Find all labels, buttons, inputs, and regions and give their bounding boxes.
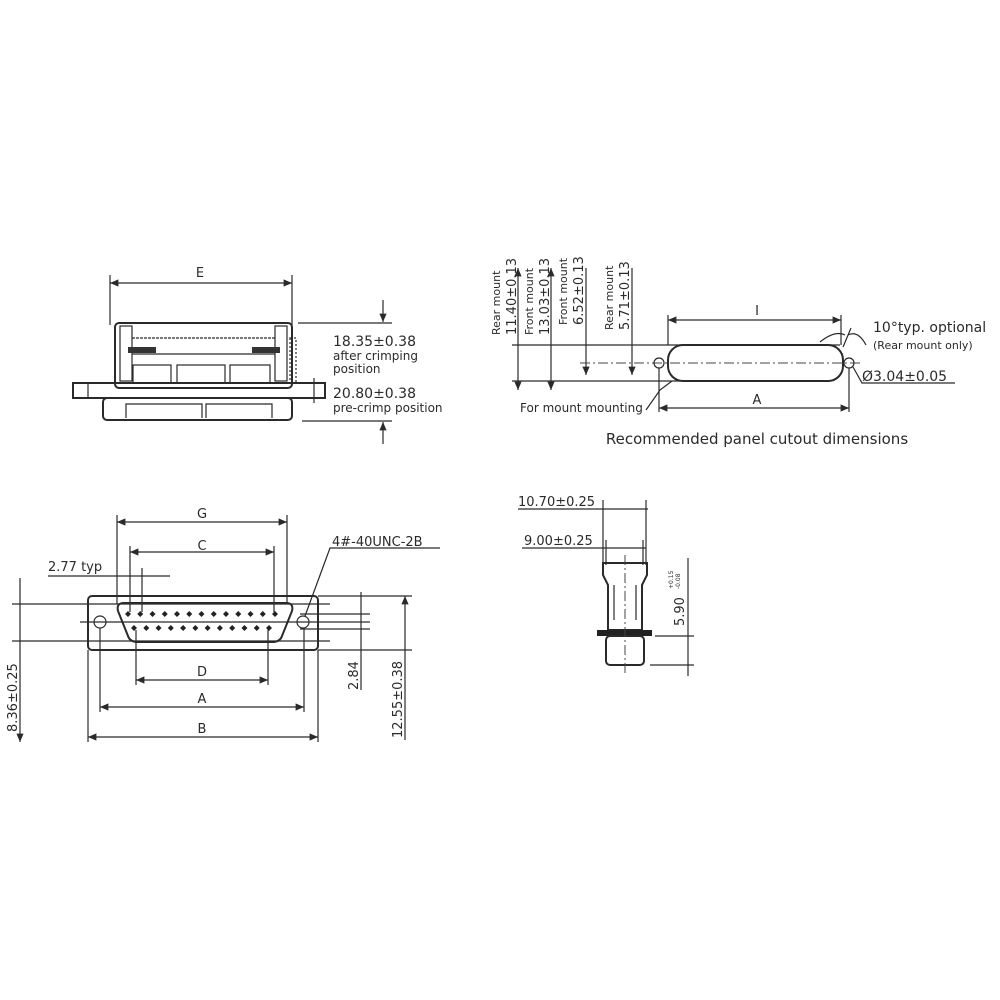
hole-diameter: Ø3.04±0.05: [862, 369, 947, 385]
depth-tol-plus: +0.15: [668, 570, 675, 589]
dim-a-label: A: [753, 393, 762, 408]
pin: [266, 625, 272, 631]
pin: [198, 611, 205, 617]
row-spacing: 2.84: [347, 661, 362, 690]
dim-b-label: B: [198, 722, 207, 737]
pin: [174, 611, 180, 617]
height-after-crimp: 18.35±0.38: [333, 334, 416, 350]
pin: [216, 625, 223, 631]
dim-a-label-front: A: [198, 692, 207, 707]
flange: [72, 382, 326, 399]
d-sub-face: [116, 602, 294, 643]
pin: [192, 625, 199, 631]
pin: [161, 611, 168, 617]
pin: [125, 611, 131, 617]
height-left: 8.36±0.25: [6, 663, 21, 732]
cutout-slot: [667, 344, 844, 382]
pitch-label: 2.77 typ: [48, 560, 102, 575]
pin: [149, 611, 156, 617]
outer-width: 10.70±0.25: [518, 495, 595, 510]
pin: [204, 625, 211, 631]
pin: [186, 611, 193, 617]
depth-tol-minus: -0.08: [675, 573, 682, 589]
angle-note: 10°typ. optional: [873, 320, 986, 336]
angle-sub-note: (Rear mount only): [873, 339, 973, 352]
rear-mount-2-value: 5.71±0.13: [618, 261, 633, 330]
panel-cutout-title: Recommended panel cutout dimensions: [606, 430, 908, 448]
mount-note: For mount mounting: [520, 401, 643, 415]
connector-shell: [87, 595, 319, 651]
pin: [143, 625, 150, 631]
front-mount-2-label: Front mount: [557, 257, 570, 325]
front-mount-2-value: 6.52±0.13: [572, 256, 587, 325]
pin: [155, 625, 162, 631]
pin: [235, 611, 242, 617]
dim-d-label: D: [197, 665, 207, 680]
after-crimp-note: after crimping: [333, 349, 418, 363]
height-right: 12.55±0.38: [391, 661, 406, 738]
pin: [180, 625, 187, 631]
rear-mount-1-label: Rear mount: [490, 270, 503, 335]
inner-width: 9.00±0.25: [524, 534, 593, 549]
pin: [223, 611, 229, 617]
pin: [167, 625, 174, 631]
pin: [272, 611, 278, 617]
panel-cutout-view: Rear mount 11.40±0.13 Front mount 13.03±…: [490, 256, 986, 448]
dim-g-label: G: [197, 507, 207, 522]
pin: [241, 625, 248, 631]
pin: [259, 611, 266, 617]
pin: [210, 611, 217, 617]
pin: [131, 625, 137, 631]
pin: [229, 625, 236, 631]
rear-mount-2-label: Rear mount: [603, 265, 616, 330]
front-view: G C 2.77 typ D A B 8.36±0.25 2.84 12.55±…: [6, 507, 440, 742]
end-view: 10.70±0.25 9.00±0.25 5.90 +0.15 -0.08: [518, 495, 694, 676]
pre-crimp-note: pre-crimp position: [333, 401, 443, 415]
dim-e-label: E: [196, 266, 204, 281]
depth-value: 5.90: [673, 597, 688, 626]
dim-i-label: I: [755, 304, 759, 319]
pin-array: [125, 611, 278, 631]
side-view: E 18.35±0.38 after crimping position 20.…: [72, 266, 443, 444]
front-mount-1-label: Front mount: [523, 267, 536, 335]
pin: [137, 611, 144, 617]
thread-spec: 4#-40UNC-2B: [332, 535, 423, 550]
height-pre-crimp: 20.80±0.38: [333, 386, 416, 402]
connector-body: [114, 322, 293, 389]
dim-c-label: C: [197, 539, 206, 554]
after-crimp-note-2: position: [333, 362, 381, 376]
pin: [247, 611, 254, 617]
pin: [253, 625, 260, 631]
